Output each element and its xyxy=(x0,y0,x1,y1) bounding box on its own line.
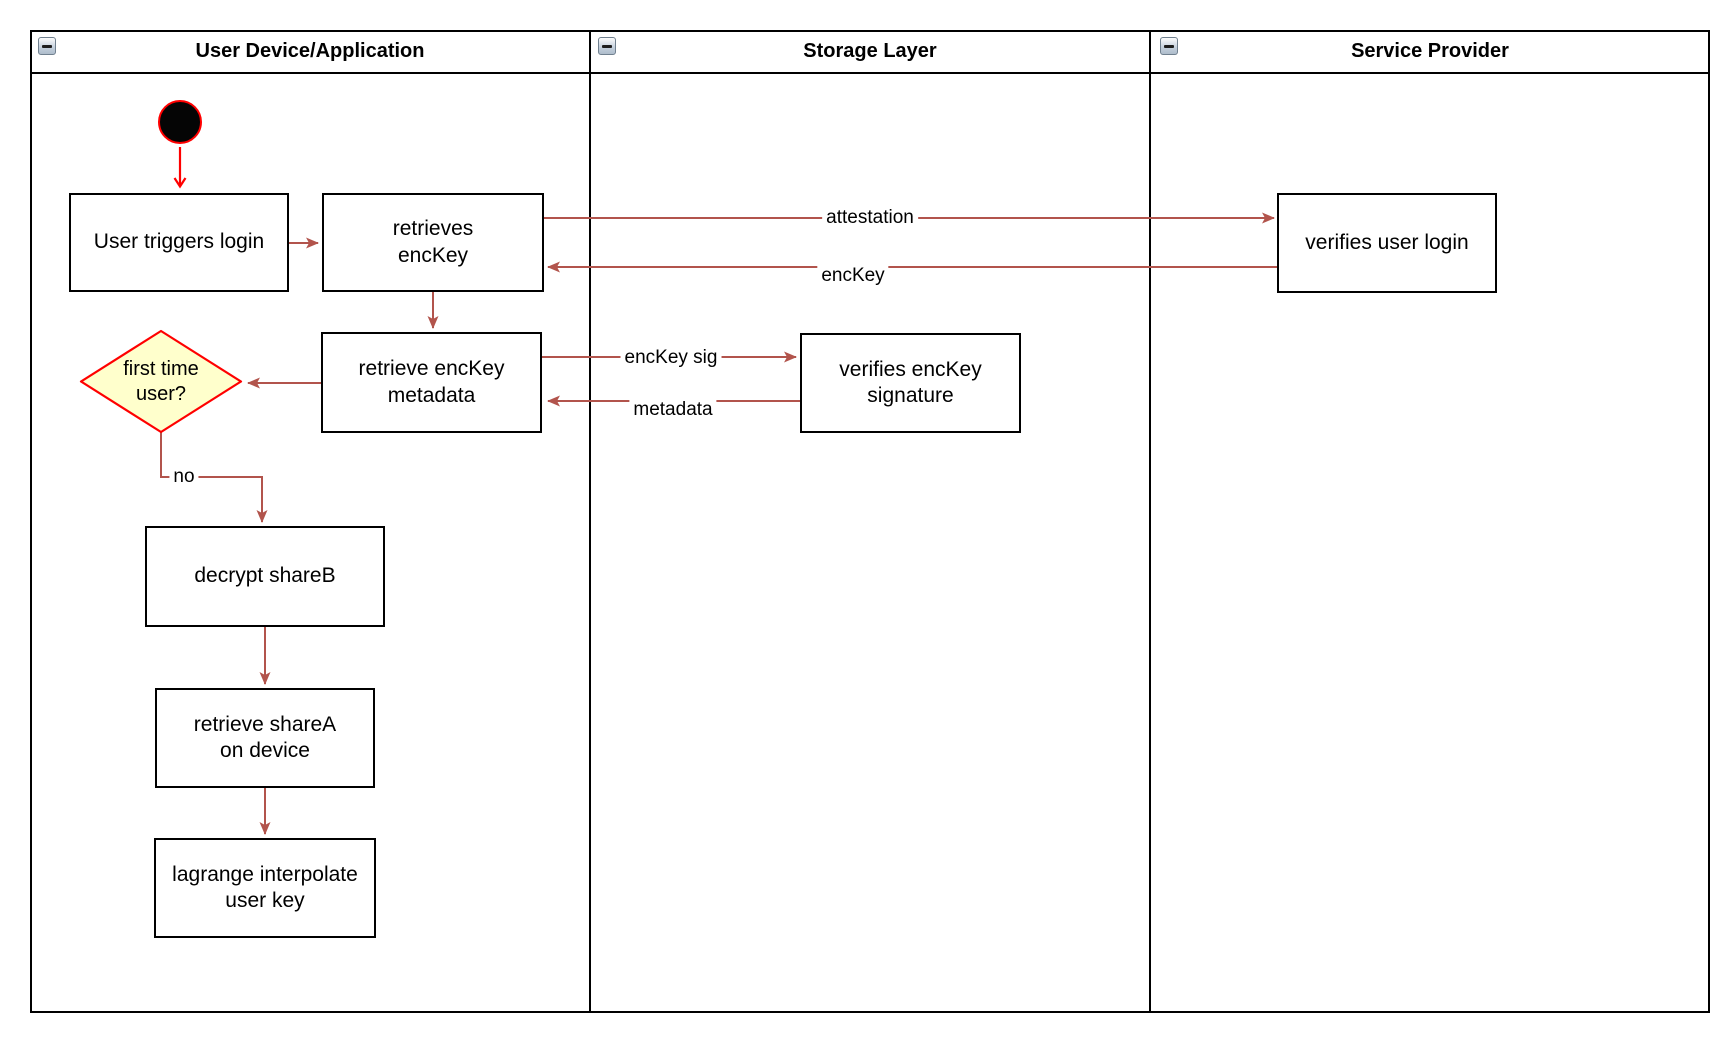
pool-border xyxy=(30,30,1710,1013)
lane-header-user-device: User Device/Application xyxy=(30,30,590,72)
minus-icon xyxy=(42,44,52,48)
node-verifies-user-login[interactable]: verifies user login xyxy=(1277,193,1497,293)
node-verifies-enckey-signature[interactable]: verifies encKey signature xyxy=(800,333,1021,433)
lane-header-separator xyxy=(30,72,1710,74)
node-decrypt-shareb[interactable]: decrypt shareB xyxy=(145,526,385,627)
collapse-lane-button[interactable] xyxy=(38,37,56,55)
lane-divider xyxy=(1149,30,1151,1013)
collapse-lane-button[interactable] xyxy=(598,37,616,55)
node-user-triggers-login[interactable]: User triggers login xyxy=(69,193,289,292)
node-label: retrieves encKey xyxy=(392,217,474,267)
lane-header-service-provider: Service Provider xyxy=(1150,30,1710,72)
node-retrieve-enckey-metadata[interactable]: retrieve encKey metadata xyxy=(321,332,542,433)
edge-label-no: no xyxy=(169,465,199,489)
node-retrieves-enckey[interactable]: retrieves encKey xyxy=(322,193,544,292)
start-node[interactable] xyxy=(158,100,202,144)
node-retrieve-sharea-on-device[interactable]: retrieve shareA on device xyxy=(155,688,375,788)
node-label: User triggers login xyxy=(93,230,265,254)
node-label: decrypt shareB xyxy=(194,564,336,588)
node-first-time-user[interactable]: first time user? xyxy=(81,331,241,432)
lane-title: Service Provider xyxy=(1351,39,1509,62)
minus-icon xyxy=(602,44,612,48)
node-lagrange-interpolate-user-key[interactable]: lagrange interpolate user key xyxy=(154,838,376,938)
edge-label-enckey-sig: encKey sig xyxy=(620,346,722,370)
node-label: first time user? xyxy=(123,357,199,405)
node-label: verifies encKey signature xyxy=(839,357,982,407)
minus-icon xyxy=(1164,44,1174,48)
edge-label-metadata: metadata xyxy=(629,398,717,422)
lane-title: Storage Layer xyxy=(803,39,937,62)
lane-divider xyxy=(589,30,591,1013)
node-label: retrieve shareA on device xyxy=(193,712,337,762)
node-label: lagrange interpolate user key xyxy=(172,862,358,912)
node-label: verifies user login xyxy=(1305,230,1469,254)
edge-label-attestation: attestation xyxy=(822,206,918,230)
lane-header-storage-layer: Storage Layer xyxy=(590,30,1150,72)
node-label: retrieve encKey metadata xyxy=(358,357,505,407)
lane-title: User Device/Application xyxy=(195,39,425,62)
edge-label-enckey: encKey xyxy=(817,264,889,288)
collapse-lane-button[interactable] xyxy=(1160,37,1178,55)
